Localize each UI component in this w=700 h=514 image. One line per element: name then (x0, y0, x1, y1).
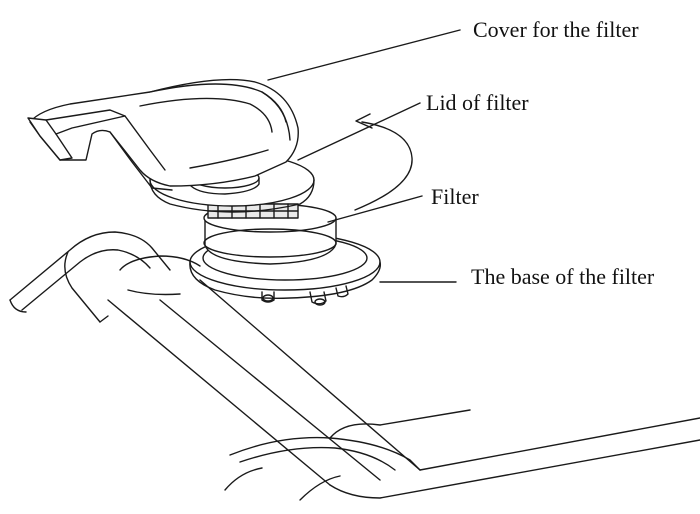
rotation-arrow (355, 114, 412, 210)
filter-cover (28, 80, 298, 190)
leader-lid (298, 103, 420, 160)
label-filter: Filter (431, 186, 479, 208)
label-cover-for-the-filter: Cover for the filter (473, 19, 639, 41)
label-lid-of-filter: Lid of filter (426, 92, 529, 114)
leader-filter (328, 196, 422, 222)
label-base-of-the-filter: The base of the filter (471, 266, 654, 288)
leader-cover (268, 30, 460, 80)
filter-element (204, 204, 336, 264)
